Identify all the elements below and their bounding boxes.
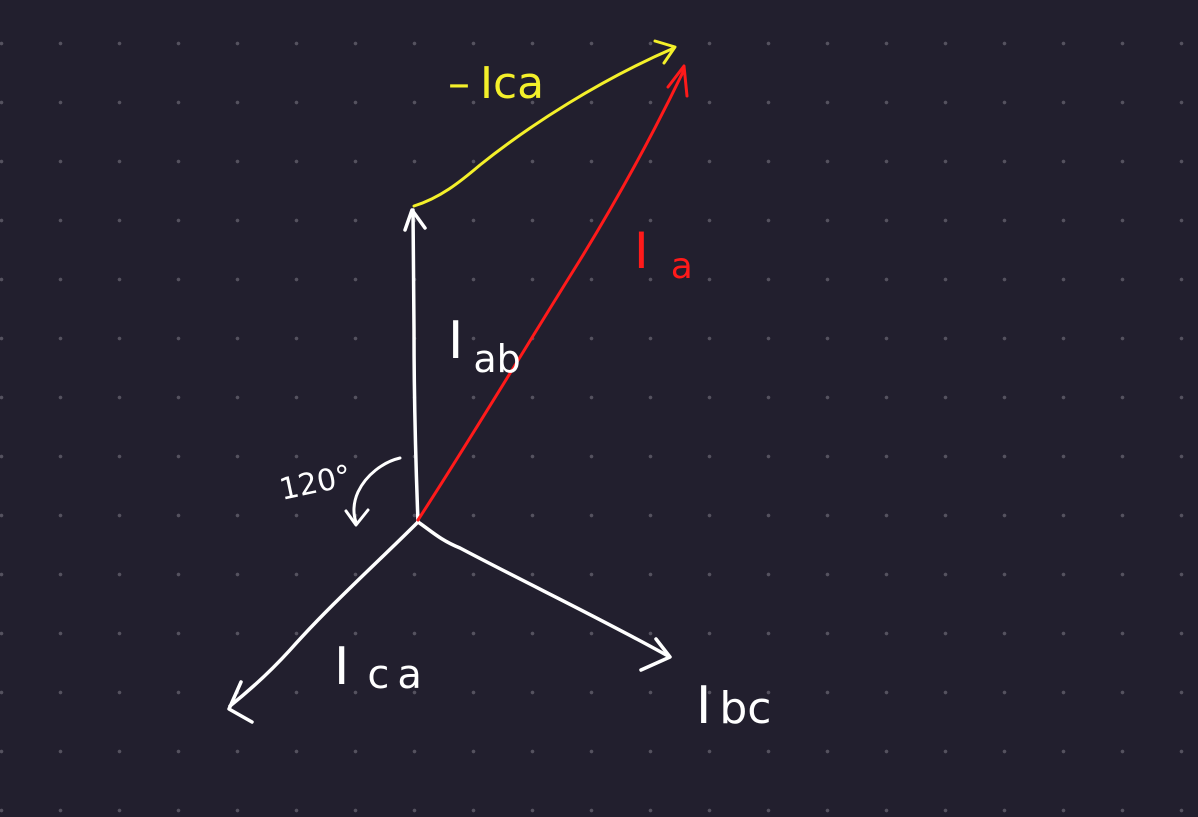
ibc-arrow-head — [639, 637, 672, 672]
neg-ica-arrow-head — [653, 39, 677, 65]
ia-vector — [416, 64, 689, 522]
ibc-vector — [416, 520, 672, 672]
iab-arrow-head — [403, 208, 427, 232]
ia-arrow-head — [666, 64, 689, 98]
angle-arc — [352, 456, 402, 524]
iab-vector — [403, 208, 427, 524]
neg-ica-vector — [412, 39, 677, 208]
iab-arrow-shaft — [411, 208, 420, 524]
ibc-arrow-shaft — [416, 520, 670, 658]
angle-indicator — [344, 456, 402, 527]
angle-label: 120° — [276, 459, 354, 508]
ica-arrow-head — [227, 680, 254, 724]
ica-vector — [227, 520, 420, 724]
ica-arrow-shaft — [228, 520, 420, 708]
neg-ica-arrow-shaft — [412, 46, 676, 208]
angle-arc-head — [344, 508, 370, 527]
neg-ica-label: –Ica — [448, 58, 544, 109]
ia-arrow-shaft — [416, 68, 686, 522]
